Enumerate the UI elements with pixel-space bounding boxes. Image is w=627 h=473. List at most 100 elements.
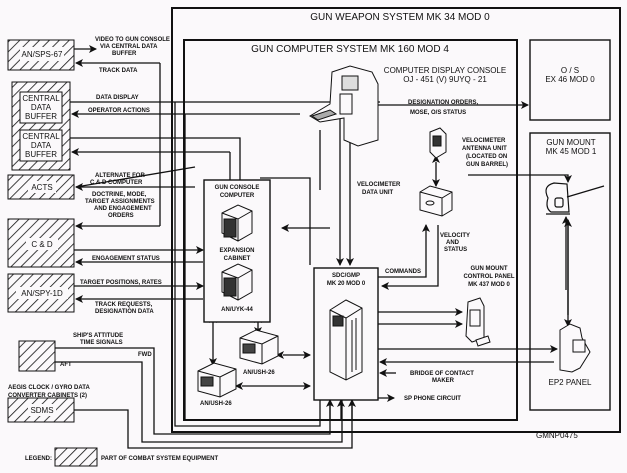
data-display-label: DATA DISPLAY: [96, 95, 139, 101]
system-title: GUN WEAPON SYSTEM MK 34 MOD 0: [310, 12, 490, 23]
track-requests-label-1: TRACK REQUESTS,: [95, 302, 153, 308]
cdb2-line1: CENTRAL: [22, 132, 60, 141]
video-label-2: VIA CENTRAL DATA: [100, 44, 158, 50]
acts-label: ACTS: [31, 183, 52, 192]
operator-actions-label: OPERATOR ACTIONS: [88, 108, 150, 114]
trunk-to-sdc-1: [174, 400, 321, 427]
gmcp-label-3: MK 437 MOD 0: [468, 282, 510, 288]
sdms-box: [7, 397, 75, 423]
an-uyk-44-icon: [221, 263, 253, 301]
an-ush-26-label-a: AN/USH-26: [200, 401, 232, 407]
engagement-status-label: ENGAGEMENT STATUS: [92, 256, 160, 262]
gun-weapon-system-box: [171, 7, 621, 433]
bridge-label-1: BRIDGE OF CONTACT: [410, 371, 474, 377]
sdc-label-2: MK 20 MOD 0: [327, 281, 366, 287]
vau-label-2: ANTENNA UNIT: [462, 146, 507, 152]
expansion-label-2: CABINET: [224, 256, 251, 262]
an-sps-67-label: AN/SPS-67: [22, 50, 63, 59]
fwd-label: FWD: [138, 352, 152, 358]
cdb2-line3: BUFFER: [25, 150, 57, 159]
legend-hatch-swatch: [54, 447, 98, 467]
gun-turret-icon: [545, 182, 605, 215]
alternate-label-2: C & D COMPUTER: [90, 180, 143, 186]
computer-display-console-icon: [309, 65, 379, 147]
expansion-label-1: EXPANSION: [220, 248, 255, 254]
gun-computer-system-box: [183, 39, 518, 421]
cdb2-line2: DATA: [31, 141, 52, 150]
an-uyk-44-label: AN/UYK-44: [221, 307, 253, 313]
gcc-to-sdc-line: [260, 177, 311, 265]
designation-orders-label-1: DESIGNATION ORDERS,: [408, 100, 479, 106]
sdms-caption-1: AEGIS CLOCK / GYRO DATA: [8, 385, 90, 391]
sdms-line: [74, 400, 353, 449]
velocity-status-label-3: STATUS: [444, 247, 467, 253]
gcc-label-1: GUN CONSOLE: [215, 185, 260, 191]
figure-id: GMNP0475: [536, 431, 578, 440]
aft-label: AFT: [60, 362, 72, 368]
bridge-label-2: MAKER: [432, 378, 455, 384]
commands-line: [378, 224, 430, 278]
ep2-panel-label: EP2 PANEL: [549, 378, 593, 387]
vdu-label-2: DATA UNIT: [362, 190, 394, 196]
ships-attitude-label-2: TIME SIGNALS: [80, 340, 123, 346]
cdb1-line1: CENTRAL: [22, 94, 60, 103]
sdms-caption-2: CONVERTER CABINETS (2): [8, 393, 87, 399]
sdms-label: SDMS: [30, 406, 53, 415]
cdb1-line2: DATA: [31, 103, 52, 112]
target-positions-label: TARGET POSITIONS, RATES: [80, 280, 162, 286]
ships-attitude-label-1: SHIP'S ATTITUDE: [73, 333, 123, 339]
ships-attitude-box: [18, 340, 56, 372]
subsystem-title: GUN COMPUTER SYSTEM MK 160 MOD 4: [251, 44, 449, 55]
video-label-3: BUFFER: [112, 51, 137, 57]
gun-mount-label-2: MK 45 MOD 1: [546, 147, 597, 156]
gmcp-label-1: GUN MOUNT: [471, 266, 508, 272]
os-label-2: EX 46 MOD 0: [545, 75, 595, 84]
legend-label: LEGEND:: [25, 456, 52, 462]
alternate-label-1: ALTERNATE FOR: [95, 173, 145, 179]
doctrine-label-1: DOCTRINE, MODE,: [92, 192, 147, 198]
fwd-line: [55, 347, 331, 435]
gun-mount-label: GUN MOUNT: [546, 138, 595, 147]
cdc-label-1: COMPUTER DISPLAY CONSOLE: [384, 66, 506, 75]
legend-text: PART OF COMBAT SYSTEM EQUIPMENT: [101, 456, 218, 462]
cdb1-line3: BUFFER: [25, 112, 57, 121]
gmcp-label-2: CONTROL PANEL: [463, 274, 514, 280]
central-data-buffer-2: [19, 129, 63, 162]
os-label: O / S: [561, 66, 579, 75]
velocity-status-line: [381, 225, 439, 290]
velocimeter-antenna-icon: [429, 127, 447, 159]
designation-orders-label-2: MOSE, O/S STATUS: [410, 110, 466, 116]
track-requests-label-2: DESIGNATION DATA: [95, 309, 154, 315]
doctrine-label-3: AND ENGAGEMENT: [94, 206, 152, 212]
sp-phone-label: SP PHONE CIRCUIT: [404, 396, 461, 402]
vau-label-1: VELOCIMETER: [462, 138, 506, 144]
ep2-panel-icon: [559, 323, 591, 373]
vau-label-4: GUN BARREL): [466, 162, 508, 168]
velocity-status-label-2: AND: [446, 240, 460, 246]
doctrine-label-2: TARGET ASSIGNMENTS: [85, 199, 155, 205]
an-ush-26-icon-a: [197, 362, 237, 398]
vau-label-3: (LOCATED ON: [466, 154, 507, 160]
vdu-label-1: VELOCIMETER: [357, 182, 401, 188]
doctrine-label-4: ORDERS: [108, 213, 134, 219]
sdc-label-1: SDC/GMP: [332, 273, 360, 279]
c-and-d-box: [7, 218, 75, 268]
gun-mount-control-panel-icon: [465, 297, 491, 347]
central-data-buffer-1: [19, 91, 63, 124]
video-label-1: VIDEO TO GUN CONSOLE: [95, 37, 170, 43]
cdc-label-2: OJ - 451 (V) 9UYQ - 21: [403, 75, 487, 84]
gun-mount-box: [529, 132, 611, 411]
os-ex46-box: [529, 39, 611, 121]
gcc-label-2: COMPUTER: [220, 193, 255, 199]
commands-label: COMMANDS: [385, 269, 421, 275]
track-data-label: TRACK DATA: [99, 68, 138, 74]
aft-line: [55, 361, 343, 443]
expansion-cabinet-icon: [221, 204, 253, 242]
velocimeter-data-unit-icon: [419, 185, 453, 217]
velocity-status-label-1: VELOCITY: [440, 233, 470, 239]
sdc-gmp-cabinet-icon: [329, 299, 363, 381]
an-ush-26-label-b: AN/USH-26: [243, 370, 275, 376]
vau-to-gun-line: [468, 174, 572, 183]
c-and-d-label: C & D: [31, 240, 53, 249]
